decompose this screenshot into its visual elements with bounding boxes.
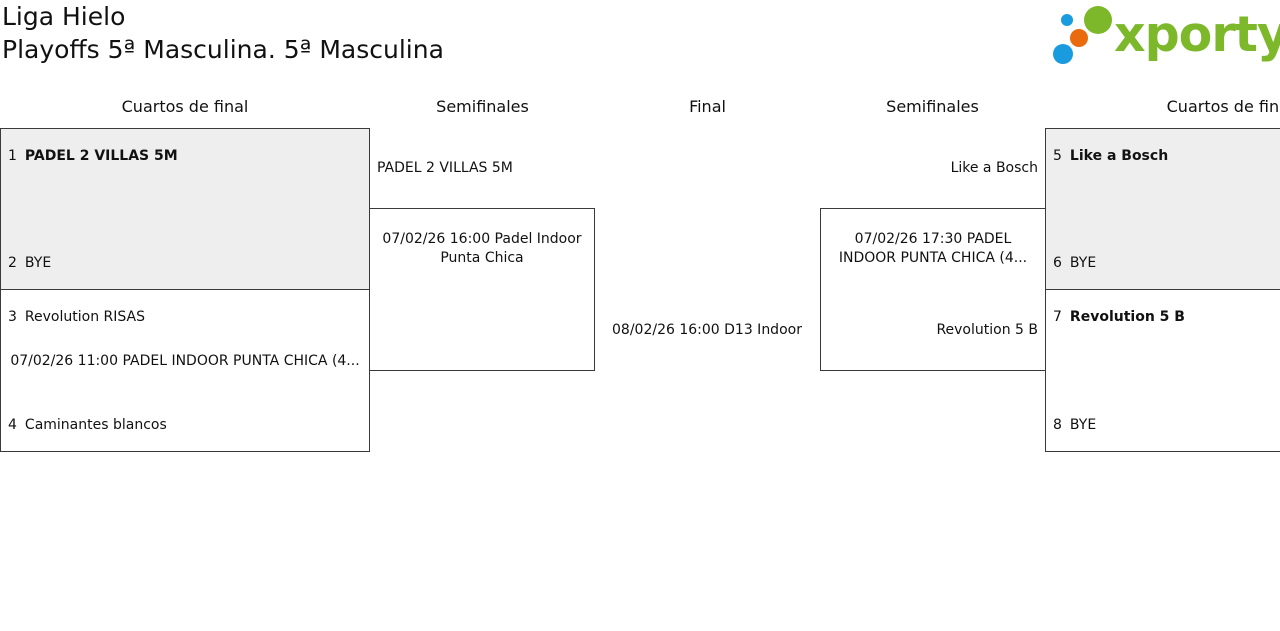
league-title: Liga Hielo bbox=[2, 2, 126, 31]
team-slot-seed-7[interactable]: 7 Revolution 5 B bbox=[1053, 308, 1185, 326]
seed-number: 2 bbox=[8, 255, 17, 271]
seed-number: 3 bbox=[8, 309, 17, 325]
team-name: BYE bbox=[1069, 255, 1097, 271]
team-slot-seed-2[interactable]: 2 BYE bbox=[8, 254, 51, 272]
match-info-final: 08/02/26 16:00 D13 Indoor bbox=[612, 322, 802, 338]
xporty-logo[interactable]: xporty bbox=[1050, 4, 1280, 68]
match-info-qf-left-2: 07/02/26 11:00 PADEL INDOOR PUNTA CHICA … bbox=[10, 353, 360, 369]
team-name: PADEL 2 VILLAS 5M bbox=[24, 148, 178, 164]
team-name: Like a Bosch bbox=[1069, 148, 1169, 164]
playoff-title: Playoffs 5ª Masculina. 5ª Masculina bbox=[2, 35, 444, 64]
team-slot-seed-4[interactable]: 4 Caminantes blancos bbox=[8, 416, 167, 434]
team-name: Revolution 5 B bbox=[1069, 309, 1185, 325]
team-slot-seed-6[interactable]: 6 BYE bbox=[1053, 254, 1096, 272]
match-qf-right-2[interactable] bbox=[1045, 289, 1280, 452]
match-info-sf-left: 07/02/26 16:00 Padel Indoor Punta Chica bbox=[382, 231, 582, 266]
team-slot-seed-8[interactable]: 8 BYE bbox=[1053, 416, 1096, 434]
match-qf-left-1[interactable] bbox=[0, 128, 370, 290]
team-slot-seed-3[interactable]: 3 Revolution RISAS bbox=[8, 308, 145, 326]
round-title-final: Final bbox=[689, 97, 726, 116]
logo-dot-orange bbox=[1070, 29, 1088, 47]
seed-number: 5 bbox=[1053, 148, 1062, 164]
seed-number: 7 bbox=[1053, 309, 1062, 325]
team-name: Revolution RISAS bbox=[24, 309, 145, 325]
match-qf-right-1[interactable] bbox=[1045, 128, 1280, 290]
logo-wordmark: xporty bbox=[1114, 6, 1280, 63]
logo-dot-small-blue bbox=[1061, 14, 1073, 26]
match-info-sf-right: 07/02/26 17:30 PADEL INDOOR PUNTA CHICA … bbox=[838, 231, 1028, 266]
round-title-semifinals-right: Semifinales bbox=[886, 97, 979, 116]
semifinal-right-team-top[interactable]: Like a Bosch bbox=[950, 160, 1038, 176]
team-name: BYE bbox=[24, 255, 52, 271]
round-title-quarterfinals-right: Cuartos de final bbox=[1166, 97, 1280, 116]
logo-dot-blue bbox=[1053, 44, 1073, 64]
logo-dot-green bbox=[1084, 6, 1112, 34]
team-slot-seed-1[interactable]: 1 PADEL 2 VILLAS 5M bbox=[8, 147, 178, 165]
seed-number: 4 bbox=[8, 417, 17, 433]
round-title-semifinals-left: Semifinales bbox=[436, 97, 529, 116]
team-name: BYE bbox=[1069, 417, 1097, 433]
seed-number: 8 bbox=[1053, 417, 1062, 433]
semifinal-right-team-bottom[interactable]: Revolution 5 B bbox=[936, 322, 1038, 338]
seed-number: 1 bbox=[8, 148, 17, 164]
team-slot-seed-5[interactable]: 5 Like a Bosch bbox=[1053, 147, 1168, 165]
seed-number: 6 bbox=[1053, 255, 1062, 271]
team-name: Caminantes blancos bbox=[24, 417, 167, 433]
match-sf-left[interactable] bbox=[369, 208, 595, 371]
semifinal-left-team-top[interactable]: PADEL 2 VILLAS 5M bbox=[377, 160, 513, 176]
round-title-quarterfinals-left: Cuartos de final bbox=[121, 97, 249, 116]
